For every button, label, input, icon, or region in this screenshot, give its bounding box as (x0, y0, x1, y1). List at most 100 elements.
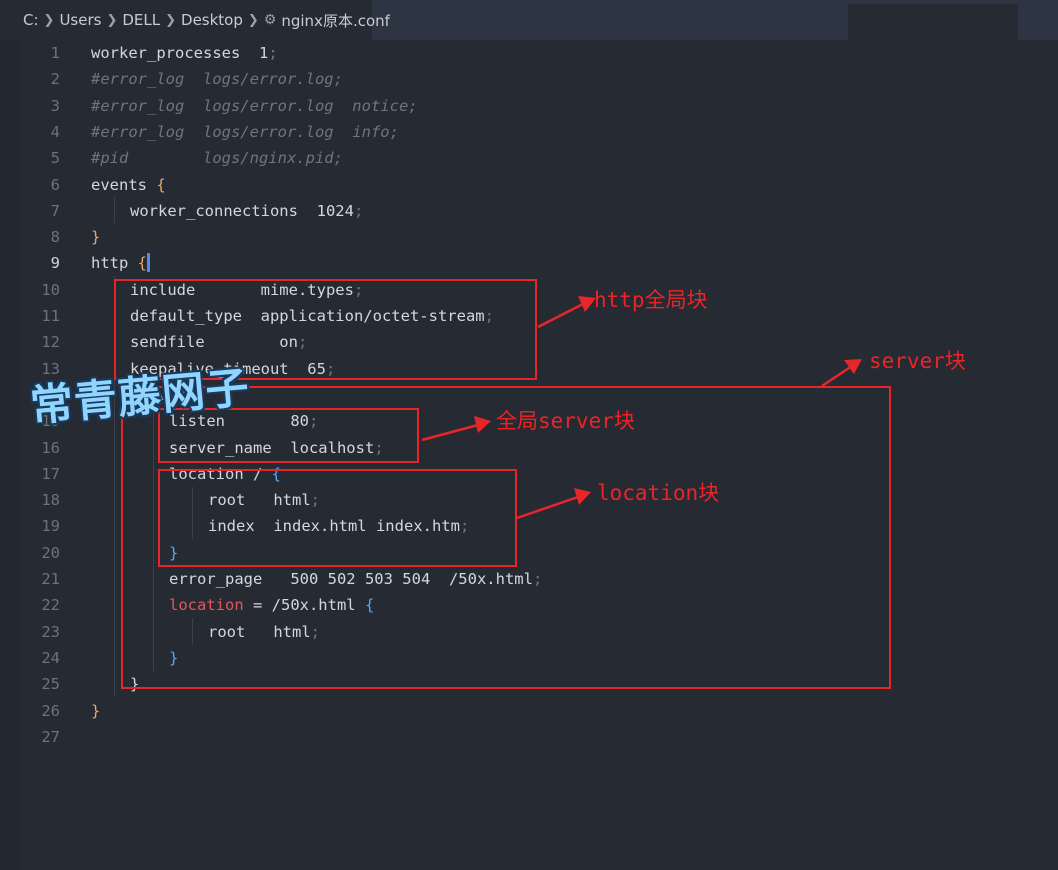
http-block-box (114, 279, 537, 380)
line-code: } (169, 543, 179, 562)
line-number: 26 (41, 701, 60, 720)
code-line[interactable]: 14 server { (20, 382, 1058, 408)
line-number: 17 (41, 464, 60, 483)
line-code: http { (91, 250, 151, 276)
breadcrumb-drive[interactable]: C: (23, 11, 39, 29)
code-line[interactable]: 22 location = /50x.html { (20, 592, 1058, 618)
line-code: default_type application/octet-stream; (130, 307, 494, 325)
line-code: #error_log logs/error.log info; (91, 122, 399, 141)
code-line[interactable]: 3#error_log logs/error.log notice; (20, 93, 1058, 119)
line-code: } (91, 701, 101, 720)
code-line[interactable]: 18 root html; (20, 487, 1058, 513)
code-line[interactable]: 26} (20, 698, 1058, 724)
breadcrumb-desktop[interactable]: Desktop (181, 11, 243, 29)
code-line[interactable]: 23 root html; (20, 619, 1058, 645)
line-number: 9 (50, 254, 60, 273)
line-number: 21 (41, 570, 60, 588)
line-number: 19 (41, 517, 60, 536)
server-block-box (121, 386, 891, 689)
code-line[interactable]: 2 #error_log logs/error.log; (20, 66, 1058, 92)
gear-icon: ⚙ (263, 12, 277, 28)
background-left-strip (0, 0, 20, 870)
line-code: server { (130, 385, 205, 404)
line-number: 24 (41, 648, 60, 667)
code-line[interactable]: 5#pid logs/nginx.pid; (20, 145, 1058, 171)
code-line[interactable]: 6 events { (20, 172, 1058, 198)
breadcrumb-file[interactable]: nginx原本.conf (281, 11, 390, 30)
code-line[interactable]: 21 error_page 500 502 503 504 /50x.html; (20, 566, 1058, 592)
location-block-label: location块 (597, 481, 720, 505)
line-code: sendfile on; (130, 333, 308, 352)
chevron-right-icon: ❯ (106, 12, 118, 28)
line-number: 5 (50, 149, 60, 168)
background-window-panel-small (848, 0, 1018, 4)
line-number: 1 (50, 44, 60, 62)
code-line[interactable]: 4 #error_log logs/error.log info; (20, 119, 1058, 145)
line-code: error_page 500 502 503 504 /50x.html; (169, 570, 543, 588)
code-line[interactable]: 20} (20, 540, 1058, 566)
line-code: events { (91, 175, 166, 194)
line-code: keepalive_timeout 65; (130, 359, 336, 378)
line-number: 6 (50, 175, 60, 194)
indent-guide (114, 276, 115, 697)
line-number: 13 (41, 359, 60, 378)
code-line[interactable]: 25} (20, 671, 1058, 697)
indent-guide (192, 487, 193, 539)
code-line[interactable]: 9 http { (20, 250, 1058, 276)
breadcrumb-users[interactable]: Users (59, 11, 102, 29)
code-line[interactable]: 11 default_type application/octet-stream; (20, 303, 1058, 329)
arrow-global-server (421, 416, 491, 442)
location-block-box (158, 469, 517, 567)
line-number: 2 (50, 70, 60, 89)
arrow-server (821, 359, 862, 388)
code-line[interactable]: 8} (20, 224, 1058, 250)
indent-guide (114, 197, 115, 223)
breadcrumb-dell[interactable]: DELL (122, 11, 161, 29)
chevron-right-icon: ❯ (165, 12, 177, 28)
line-number: 22 (41, 596, 60, 615)
line-code: listen 80; (169, 412, 319, 431)
global-server-block-box (158, 408, 419, 463)
line-number: 3 (50, 96, 60, 115)
line-number: 7 (50, 201, 60, 220)
line-code: root html; (208, 622, 320, 641)
code-line[interactable]: 13 keepalive_timeout 65; (20, 356, 1058, 382)
code-line[interactable]: 27 (20, 724, 1058, 750)
line-number: 23 (41, 622, 60, 641)
line-code: location = /50x.html { (169, 596, 375, 615)
line-number: 25 (41, 675, 60, 694)
line-number: 12 (41, 333, 60, 352)
line-number: 27 (41, 727, 60, 746)
code-line[interactable]: 24} (20, 645, 1058, 671)
line-code: } (169, 648, 179, 667)
line-number: 14 (41, 385, 60, 404)
code-line[interactable]: 12 sendfile on; (20, 329, 1058, 355)
line-number: 10 (41, 280, 60, 299)
line-code: include mime.types; (130, 280, 364, 299)
line-number: 11 (41, 307, 60, 325)
code-line[interactable]: 10 include mime.types; (20, 277, 1058, 303)
line-number: 16 (41, 438, 60, 457)
line-number: 8 (50, 228, 60, 247)
line-number: 4 (50, 122, 60, 141)
arrow-location (516, 488, 591, 520)
line-number: 15 (41, 412, 60, 431)
breadcrumb: C: ❯ Users ❯ DELL ❯ Desktop ❯ ⚙ nginx原本.… (0, 0, 390, 40)
code-line[interactable]: 7 worker_connections 1024; (20, 198, 1058, 224)
indent-guide (192, 618, 193, 644)
line-code: root html; (208, 491, 320, 510)
arrow-http (537, 296, 596, 329)
line-code: worker_connections 1024; (130, 201, 364, 220)
chevron-right-icon: ❯ (43, 12, 55, 28)
code-line[interactable]: 15 listen 80; (20, 408, 1058, 434)
line-number: 18 (41, 491, 60, 510)
line-code: } (91, 228, 101, 247)
indent-guide (153, 408, 154, 671)
chevron-right-icon: ❯ (247, 12, 259, 28)
line-code: #error_log logs/error.log; (91, 70, 343, 89)
